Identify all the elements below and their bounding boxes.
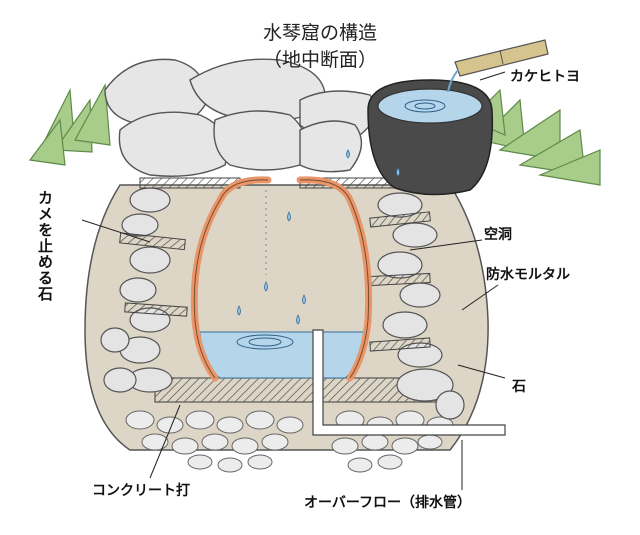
- cavity-ripples: [236, 334, 294, 350]
- basin-water: [377, 88, 483, 124]
- cavity-water: [199, 331, 366, 379]
- jar-outline: [193, 179, 370, 379]
- leader-lines: [81, 71, 506, 490]
- label-kakehitoyo: カケヒトヨ: [510, 69, 580, 85]
- concrete-base: [154, 377, 436, 403]
- diagram-title: 水琴窟の構造 （地中断面）: [220, 18, 420, 72]
- left-wall-stones: [100, 187, 173, 393]
- label-concrete: コンクリート打: [92, 483, 190, 499]
- label-kame-stone: カメを止める石: [36, 190, 54, 302]
- top-boulders: [104, 58, 377, 177]
- label-ishi: 石: [512, 379, 526, 395]
- right-wall-stones: [377, 192, 465, 420]
- overflow-pipe: [312, 329, 506, 436]
- label-bosui-mortar: 防水モルタル: [486, 267, 570, 283]
- grass-left: [28, 82, 111, 166]
- label-kudo: 空洞: [484, 227, 512, 243]
- water-drops: [237, 149, 400, 325]
- bamboo-spout: [447, 39, 549, 93]
- basin-ripples: [404, 99, 446, 113]
- title-line-1: 水琴窟の構造: [262, 22, 377, 44]
- label-overflow: オーバーフロー（排水管）: [304, 495, 472, 511]
- title-line-2: （地中断面）: [262, 49, 377, 71]
